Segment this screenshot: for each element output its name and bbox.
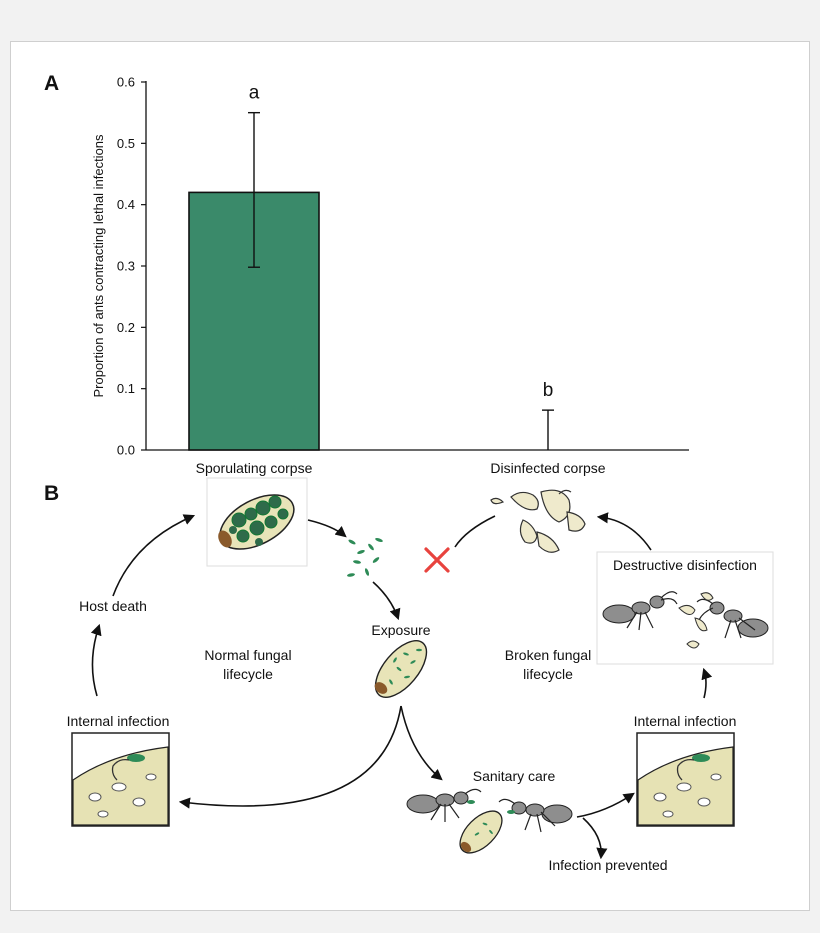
arrow-infection-to-disinfection xyxy=(701,667,713,699)
arrow-exposure-to-sanitary-care xyxy=(400,705,443,781)
significance-letter-1: a xyxy=(249,83,260,104)
ants-disinfecting-illustration xyxy=(602,591,769,649)
y-ticks: 0.0 0.1 0.2 0.3 0.4 0.5 0.6 xyxy=(117,75,146,458)
broken-lifecycle-label-1: Broken fungal xyxy=(505,647,591,663)
y-tick-label: 0.5 xyxy=(117,136,135,151)
panel-a-label: A xyxy=(44,72,59,95)
normal-lifecycle-label-1: Normal fungal xyxy=(204,647,291,663)
broken-lifecycle-label-2: lifecycle xyxy=(523,666,573,682)
panel-b-label: B xyxy=(44,482,59,505)
exposure-label: Exposure xyxy=(371,622,430,638)
y-tick-label: 0.2 xyxy=(117,320,135,335)
significance-letters: ab xyxy=(249,83,554,401)
y-tick-label: 0.4 xyxy=(117,197,135,212)
y-tick-label: 0.1 xyxy=(117,381,135,396)
internal-infection-left-illustration xyxy=(71,732,170,827)
broken-cycle-cross xyxy=(424,547,450,573)
broken-link xyxy=(402,573,422,599)
destructive-disinfection-label: Destructive disinfection xyxy=(613,557,757,573)
arrow-exposure-to-internal-infection xyxy=(178,705,402,809)
normal-lifecycle-label-2: lifecycle xyxy=(223,666,273,682)
arrow-disinfection-to-fragments xyxy=(596,512,652,551)
y-axis-label: Proportion of ants contracting lethal in… xyxy=(91,134,106,398)
category-labels: Sporulating corpse Disinfected corpse xyxy=(196,460,606,476)
error-bars xyxy=(248,111,554,450)
internal-infection-right-illustration xyxy=(636,732,735,827)
sporulating-corpse-illustration xyxy=(206,477,308,567)
figure: A Proportion of ants contracting lethal … xyxy=(10,41,810,911)
infection-prevented-label: Infection prevented xyxy=(548,857,667,873)
arrow-sanitary-care-to-prevented xyxy=(582,817,608,860)
arrow-host-death-to-corpse xyxy=(112,514,196,597)
arrow-infection-to-host-death xyxy=(90,623,102,697)
arrow-corpse-to-spores xyxy=(307,519,347,538)
significance-letter-2: b xyxy=(543,380,554,401)
exposed-corpse-illustration xyxy=(374,640,428,698)
sanitary-care-ants-illustration xyxy=(406,788,573,854)
category-label-2: Disinfected corpse xyxy=(490,460,605,476)
sanitary-care-label: Sanitary care xyxy=(473,768,556,784)
internal-infection-left-label: Internal infection xyxy=(67,713,170,729)
figure-svg: A Proportion of ants contracting lethal … xyxy=(44,72,774,873)
host-death-label: Host death xyxy=(79,598,147,614)
y-tick-label: 0.6 xyxy=(117,75,135,90)
y-tick-label: 0.0 xyxy=(117,443,135,458)
arrow-spores-to-exposure xyxy=(372,581,401,621)
released-spores xyxy=(347,537,383,577)
y-tick-label: 0.3 xyxy=(117,259,135,274)
disinfected-corpse-illustration xyxy=(490,489,586,553)
category-label-1: Sporulating corpse xyxy=(196,460,313,476)
arrow-fragments-to-cross xyxy=(454,515,496,548)
internal-infection-right-label: Internal infection xyxy=(634,713,737,729)
arrow-sanitary-care-to-internal-infection xyxy=(576,792,635,818)
cycle-arrows xyxy=(90,512,713,860)
